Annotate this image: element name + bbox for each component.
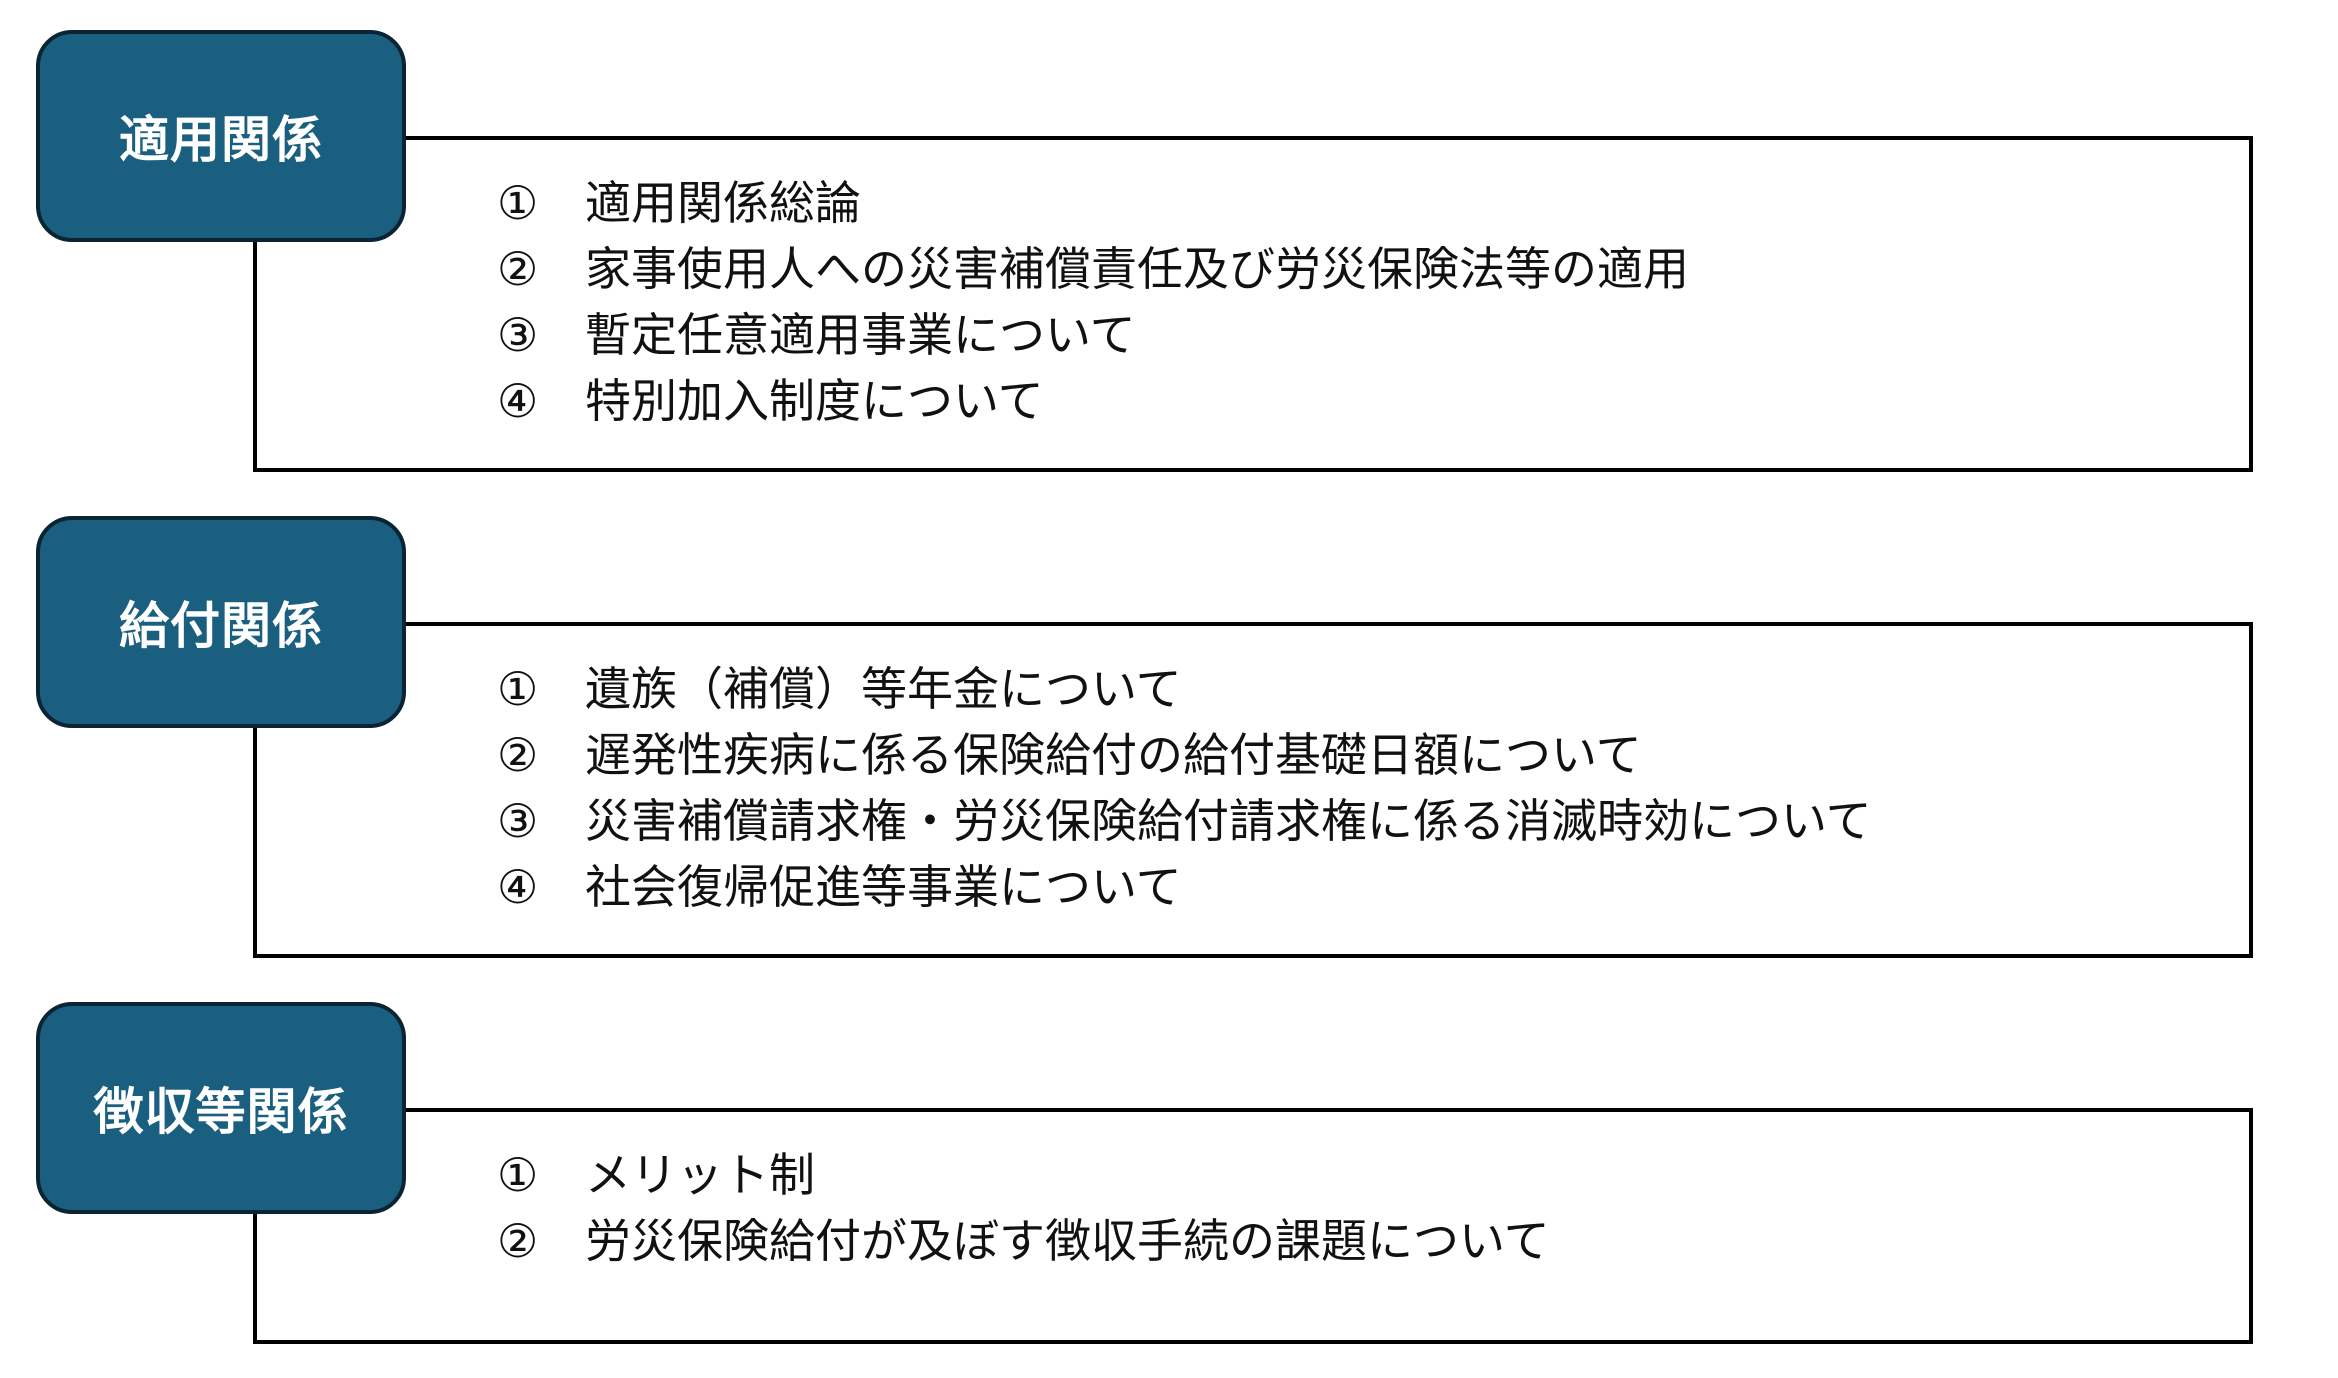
list-item: ② 遅発性疾病に係る保険給付の給付基礎日額について [497, 722, 1872, 788]
item-text: メリット制 [585, 1148, 815, 1202]
list-item: ① 適用関係総論 [497, 170, 1689, 236]
section-label: 給付関係 [36, 516, 406, 728]
list-item: ③ 災害補償請求権・労災保険給付請求権に係る消滅時効について [497, 788, 1872, 854]
item-text: 適用関係総論 [585, 176, 861, 230]
item-text: 遅発性疾病に係る保険給付の給付基礎日額について [585, 728, 1642, 782]
item-number: ② [497, 1214, 539, 1268]
item-text: 暫定任意適用事業について [585, 308, 1136, 362]
item-text: 社会復帰促進等事業について [585, 860, 1182, 914]
item-number: ② [497, 242, 539, 296]
item-text: 労災保険給付が及ぼす徴収手続の課題について [585, 1214, 1550, 1268]
item-text: 災害補償請求権・労災保険給付請求権に係る消滅時効について [585, 794, 1872, 848]
section-label: 徴収等関係 [36, 1002, 406, 1214]
item-number: ② [497, 728, 539, 782]
item-number: ④ [497, 374, 539, 428]
item-number: ③ [497, 794, 539, 848]
section-content-box: ① メリット制 ② 労災保険給付が及ぼす徴収手続の課題について [253, 1108, 2253, 1344]
list-item: ④ 特別加入制度について [497, 368, 1689, 434]
item-number: ① [497, 662, 539, 716]
section-label: 適用関係 [36, 30, 406, 242]
section-content-box: ① 適用関係総論 ② 家事使用人への災害補償責任及び労災保険法等の適用 ③ 暫定任意適… [253, 136, 2253, 472]
item-text: 遺族（補償）等年金について [585, 662, 1182, 716]
list-item: ② 家事使用人への災害補償責任及び労災保険法等の適用 [497, 236, 1689, 302]
item-text: 家事使用人への災害補償責任及び労災保険法等の適用 [585, 242, 1689, 296]
list-item: ① メリット制 [497, 1142, 1550, 1208]
list-item: ② 労災保険給付が及ぼす徴収手続の課題について [497, 1208, 1550, 1274]
list-item: ① 遺族（補償）等年金について [497, 656, 1872, 722]
item-number: ④ [497, 860, 539, 914]
item-number: ③ [497, 308, 539, 362]
item-number: ① [497, 176, 539, 230]
list-item: ③ 暫定任意適用事業について [497, 302, 1689, 368]
list-item: ④ 社会復帰促進等事業について [497, 854, 1872, 920]
item-text: 特別加入制度について [585, 374, 1044, 428]
item-number: ① [497, 1148, 539, 1202]
